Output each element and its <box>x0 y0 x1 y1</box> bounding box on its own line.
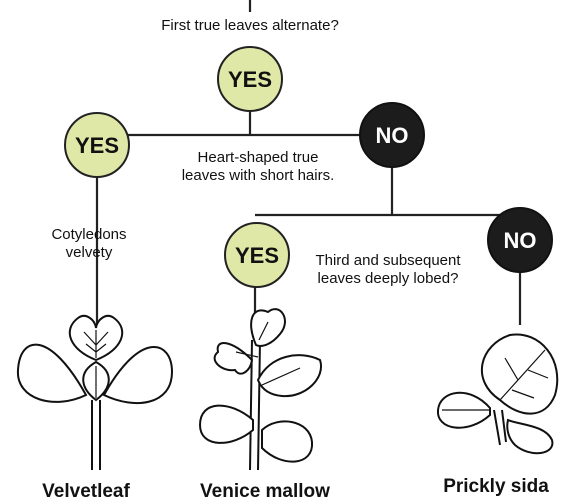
yes-label: YES <box>235 243 279 268</box>
no-label: NO <box>504 228 537 253</box>
species-name-prickly-sida: Prickly sida <box>443 476 549 497</box>
yes-label: YES <box>228 67 272 92</box>
question-heart-shaped-line1: Heart-shaped true <box>198 149 319 166</box>
yes-node-top: YES <box>218 47 282 111</box>
question-lobed-line1: Third and subsequent <box>315 252 461 269</box>
no-node-right: NO <box>488 208 552 272</box>
species-name-venice-mallow: Venice mallow <box>200 481 330 502</box>
yes-node-lower: YES <box>225 223 289 287</box>
velvetleaf-seedling-illustration <box>18 316 172 470</box>
no-label: NO <box>376 123 409 148</box>
yes-label: YES <box>75 133 119 158</box>
yes-node-left: YES <box>65 113 129 177</box>
no-node-middle: NO <box>360 103 424 167</box>
question-cotyledons-line2: velvety <box>66 244 113 261</box>
prickly-sida-seedling-illustration <box>438 334 557 453</box>
question-leaves-alternate: First true leaves alternate? <box>161 17 339 34</box>
question-heart-shaped-line2: leaves with short hairs. <box>182 167 335 184</box>
venice-mallow-seedling-illustration <box>200 309 321 470</box>
species-name-velvetleaf: Velvetleaf <box>42 481 130 502</box>
question-cotyledons-line1: Cotyledons <box>51 226 126 243</box>
question-lobed-line2: leaves deeply lobed? <box>318 270 459 287</box>
